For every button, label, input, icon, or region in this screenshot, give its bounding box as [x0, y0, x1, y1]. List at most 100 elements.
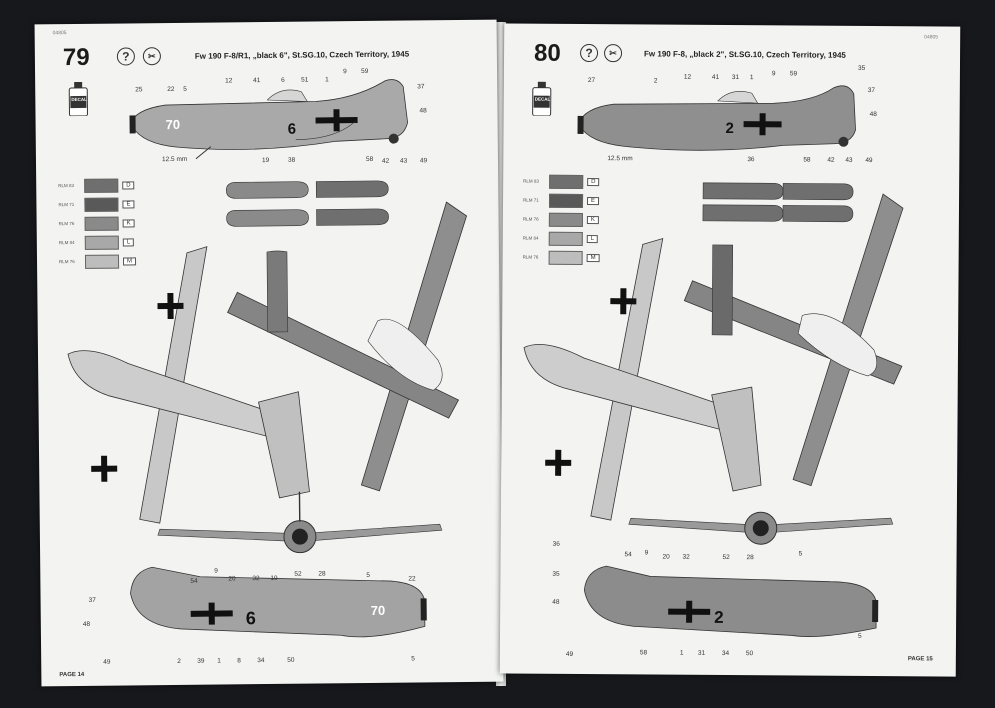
svg-text:8: 8 — [237, 657, 241, 664]
svg-text:49: 49 — [420, 157, 428, 164]
svg-text:1: 1 — [325, 76, 329, 83]
svg-text:39: 39 — [197, 658, 205, 665]
svg-text:19: 19 — [262, 157, 270, 164]
svg-text:42: 42 — [382, 158, 390, 165]
decal-bottle-icon: DECAL — [68, 81, 88, 117]
aircraft-side-view: 2 — [577, 85, 856, 151]
aircraft-front-view — [157, 491, 443, 554]
svg-text:12: 12 — [684, 74, 692, 81]
svg-text:36: 36 — [747, 156, 755, 163]
right-page-illustrations: 2 — [523, 65, 904, 658]
svg-text:2: 2 — [654, 77, 658, 84]
svg-text:9: 9 — [645, 549, 649, 556]
svg-text:58: 58 — [803, 157, 811, 164]
svg-text:48: 48 — [419, 107, 427, 114]
svg-text:32: 32 — [252, 575, 260, 582]
svg-text:1: 1 — [680, 650, 684, 657]
svg-text:37: 37 — [417, 83, 425, 90]
svg-text:22: 22 — [167, 86, 175, 93]
aircraft-underside-view — [523, 237, 762, 521]
svg-text:2: 2 — [177, 658, 181, 665]
wing-stripes-view — [702, 182, 854, 223]
svg-text:5: 5 — [799, 550, 803, 557]
svg-text:52: 52 — [723, 554, 731, 561]
svg-text:70: 70 — [371, 603, 386, 618]
aircraft-lower-side-view: 6 70 — [130, 566, 427, 638]
dimension-note: 12.5 mm — [607, 155, 632, 162]
svg-text:5: 5 — [858, 633, 862, 640]
svg-text:37: 37 — [89, 597, 97, 604]
page-footer: PAGE 14 — [59, 671, 85, 679]
svg-text:52: 52 — [294, 571, 302, 578]
svg-text:12: 12 — [225, 77, 233, 84]
svg-text:25: 25 — [135, 86, 143, 93]
svg-text:48: 48 — [870, 111, 878, 118]
left-page-illustrations: 70 6 — [67, 68, 468, 666]
aircraft-top-view — [683, 193, 904, 487]
svg-text:42: 42 — [827, 157, 835, 164]
svg-text:59: 59 — [361, 68, 369, 75]
aircraft-lower-side-view: 2 — [583, 565, 879, 637]
svg-text:6: 6 — [246, 608, 256, 628]
svg-text:35: 35 — [858, 65, 866, 72]
aircraft-number-marking: 2 — [725, 120, 733, 137]
svg-text:6: 6 — [281, 77, 285, 84]
wing-stripes-view — [225, 180, 389, 227]
svg-text:34: 34 — [722, 650, 730, 657]
svg-text:31: 31 — [732, 74, 740, 81]
aircraft-number-marking: 6 — [288, 121, 297, 138]
svg-text:35: 35 — [552, 571, 560, 578]
svg-text:9: 9 — [214, 568, 218, 575]
svg-text:48: 48 — [83, 621, 91, 628]
svg-text:58: 58 — [366, 156, 374, 163]
page-footer: PAGE 15 — [907, 656, 933, 663]
svg-text:54: 54 — [625, 551, 633, 558]
svg-text:49: 49 — [103, 659, 111, 666]
svg-text:38: 38 — [288, 157, 296, 164]
aircraft-underside-view — [67, 246, 310, 524]
tail-number-marking: 70 — [166, 117, 181, 132]
svg-text:9: 9 — [772, 70, 776, 77]
svg-text:20: 20 — [228, 575, 236, 582]
svg-text:31: 31 — [698, 650, 706, 657]
svg-text:59: 59 — [790, 70, 798, 77]
svg-text:1: 1 — [217, 658, 221, 665]
svg-text:54: 54 — [190, 578, 198, 585]
svg-text:37: 37 — [868, 87, 876, 94]
svg-text:9: 9 — [343, 68, 347, 75]
svg-text:48: 48 — [552, 599, 560, 606]
svg-text:32: 32 — [683, 554, 691, 561]
svg-text:20: 20 — [663, 554, 671, 561]
svg-text:19: 19 — [270, 575, 278, 582]
svg-text:43: 43 — [400, 158, 408, 165]
aircraft-top-view — [227, 201, 468, 492]
svg-text:58: 58 — [640, 649, 648, 656]
svg-text:34: 34 — [257, 657, 265, 664]
dimension-note: 12.5 mm — [162, 156, 187, 163]
decal-bottle-icon: DECAL — [532, 81, 552, 117]
svg-text:36: 36 — [553, 541, 561, 548]
left-page: 79 04805 ? ✂ Fw 190 F-8/R1, „black 6", S… — [34, 19, 504, 687]
svg-text:5: 5 — [411, 655, 415, 662]
right-page: 80 04805 ? ✂ Fw 190 F-8, „black 2", St.S… — [499, 23, 961, 677]
svg-text:49: 49 — [865, 157, 873, 164]
svg-text:5: 5 — [366, 572, 370, 579]
svg-text:41: 41 — [712, 74, 720, 81]
aircraft-side-view: 70 6 — [129, 79, 408, 160]
svg-text:27: 27 — [588, 77, 596, 84]
svg-text:41: 41 — [253, 77, 261, 84]
svg-text:28: 28 — [318, 570, 326, 577]
svg-text:2: 2 — [714, 608, 724, 627]
svg-text:1: 1 — [750, 74, 754, 81]
svg-text:22: 22 — [408, 575, 416, 582]
aircraft-front-view — [628, 511, 894, 545]
svg-text:43: 43 — [845, 157, 853, 164]
svg-text:49: 49 — [566, 651, 574, 658]
svg-text:50: 50 — [746, 650, 754, 657]
svg-text:28: 28 — [747, 554, 755, 561]
svg-text:5: 5 — [183, 86, 187, 93]
svg-text:50: 50 — [287, 657, 295, 664]
